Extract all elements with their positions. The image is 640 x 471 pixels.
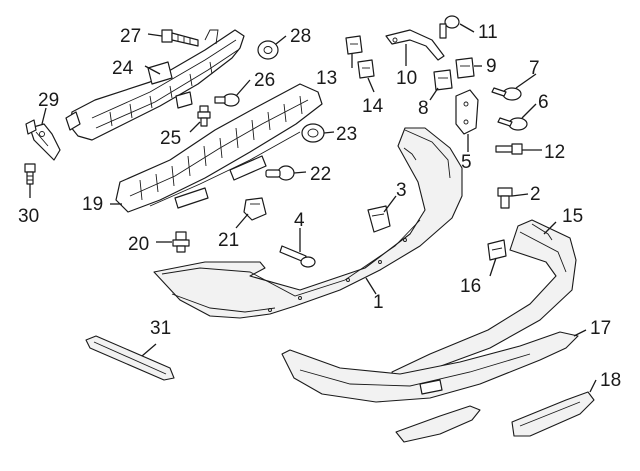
part-21-clip[interactable] (243, 197, 267, 221)
callout-19: 19 (82, 194, 103, 215)
part-8-clip[interactable] (433, 69, 453, 91)
part-22-pin[interactable] (265, 165, 295, 181)
callout-8: 8 (418, 98, 429, 119)
part-28-nut[interactable] (257, 40, 279, 60)
part-19-energy-absorber[interactable] (115, 83, 323, 213)
leader-lines (29, 23, 597, 393)
callout-22: 22 (310, 164, 331, 185)
callout-4: 4 (294, 210, 305, 231)
callout-27: 27 (120, 26, 141, 47)
callout-13: 13 (316, 68, 337, 89)
part-30-stud[interactable] (24, 163, 36, 185)
part-20-bolt[interactable] (172, 231, 190, 253)
callout-10: 10 (396, 68, 417, 89)
callout-11: 11 (478, 22, 498, 43)
part-14-clip[interactable] (357, 59, 375, 79)
part-12-bolt[interactable] (495, 143, 523, 155)
part-18-trim[interactable] (511, 391, 595, 437)
part-27-bolt[interactable] (161, 29, 199, 47)
part-31-reflector[interactable] (85, 335, 175, 381)
callout-31: 31 (150, 318, 171, 339)
part-5-bracket[interactable] (455, 89, 479, 135)
callout-15: 15 (562, 206, 583, 227)
part-11-screw[interactable] (439, 15, 460, 39)
part-4-pin[interactable] (279, 245, 316, 268)
callout-18: 18 (600, 370, 621, 391)
part-17-skid-plate[interactable] (281, 331, 579, 403)
part-24-reinforcement-bar[interactable] (65, 29, 245, 141)
callout-5: 5 (461, 152, 472, 173)
callout-labels: 1 2 3 4 5 6 7 8 9 10 11 12 13 14 15 16 1… (18, 22, 621, 391)
callout-20: 20 (128, 234, 149, 255)
callout-21: 21 (218, 230, 239, 251)
callout-3: 3 (396, 180, 407, 201)
callout-14: 14 (362, 96, 384, 117)
callout-1: 1 (373, 292, 384, 313)
part-29-bracket[interactable] (25, 119, 61, 161)
part-17-lower-trim[interactable] (395, 405, 481, 443)
callout-23: 23 (336, 124, 357, 145)
part-13-clip[interactable] (345, 35, 363, 55)
part-7-screw[interactable] (491, 87, 522, 101)
callout-30: 30 (18, 206, 39, 227)
callout-28: 28 (290, 26, 311, 47)
part-9-clip[interactable] (455, 57, 475, 79)
callout-9: 9 (486, 56, 497, 77)
callout-7: 7 (529, 58, 540, 79)
part-2-bolt[interactable] (497, 187, 513, 209)
callout-2: 2 (530, 184, 541, 205)
callout-25: 25 (160, 128, 181, 149)
part-10-bracket[interactable] (385, 29, 445, 61)
callout-24: 24 (112, 58, 134, 79)
callout-17: 17 (590, 318, 611, 339)
callout-16: 16 (460, 276, 481, 297)
callout-6: 6 (538, 92, 549, 113)
part-6-screw[interactable] (497, 117, 528, 131)
part-25-fastener[interactable] (197, 105, 211, 127)
part-26-push-pin[interactable] (214, 93, 240, 107)
part-23-nut[interactable] (301, 123, 325, 143)
part-1-bumper-cover[interactable] (153, 127, 463, 319)
callout-12: 12 (544, 142, 565, 163)
callout-29: 29 (38, 90, 59, 111)
part-3-bracket[interactable] (367, 205, 391, 233)
part-16-clip[interactable] (487, 239, 507, 261)
callout-26: 26 (254, 70, 275, 91)
